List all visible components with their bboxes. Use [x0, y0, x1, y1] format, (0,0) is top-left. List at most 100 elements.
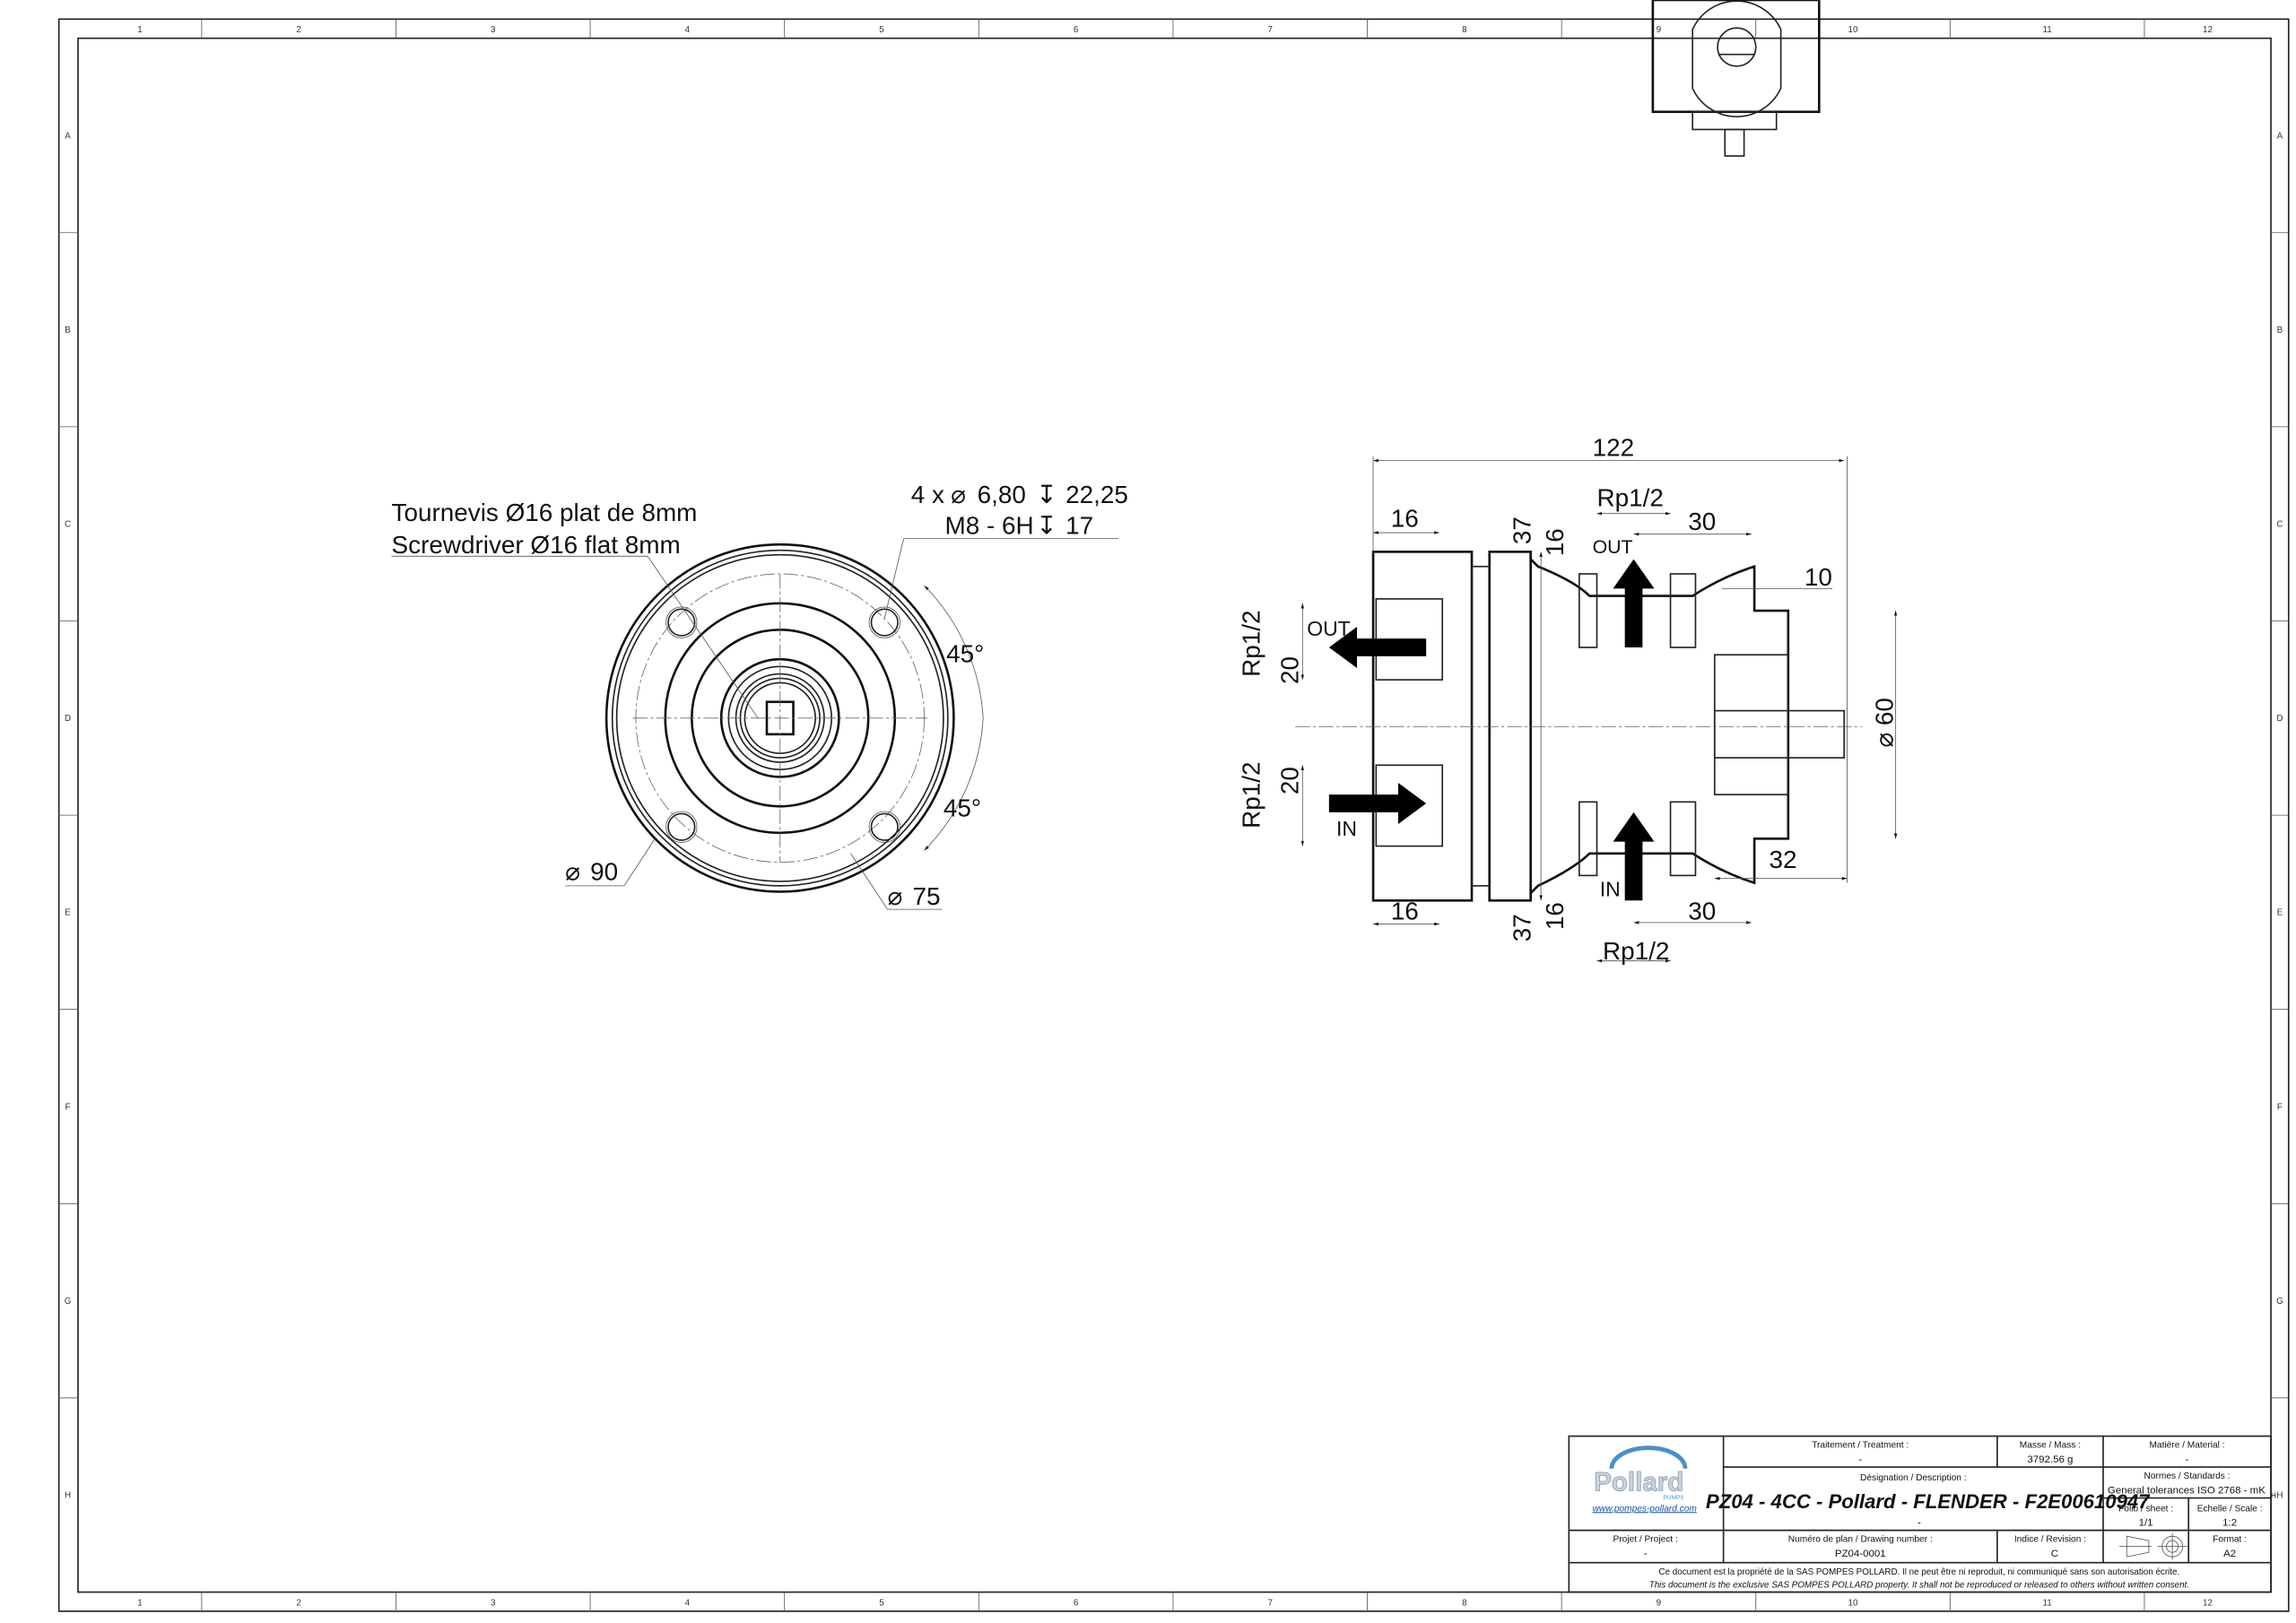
in-arrow-left-icon — [1328, 783, 1427, 824]
holes-count: 4 x — [911, 481, 944, 508]
port-bottom-size: Rp1/2 — [1603, 937, 1669, 965]
dim-10: 10 — [1805, 563, 1832, 591]
grid-row-label: D — [2276, 714, 2283, 724]
folio-label: Folio / sheet : — [2118, 1504, 2173, 1514]
label-out-left: OUT — [1307, 617, 1350, 640]
grid-row-label: E — [2277, 908, 2283, 918]
dim-overall-length: 122 — [1593, 434, 1635, 462]
holes-depth: 22,25 — [1065, 481, 1128, 508]
grid-column-label: 10 — [1848, 1598, 1858, 1608]
drawing-number-value: PZ04-0001 — [1835, 1549, 1886, 1559]
grid-column-label: 3 — [491, 25, 496, 35]
side-section-view: 122 16 16 Rp1/2 30 Rp1/2 30 10 32 ⌀ 60 R… — [1238, 434, 1899, 965]
grid-row-label: G — [65, 1297, 72, 1306]
bolt-holes — [665, 606, 900, 843]
scale-value: 1:2 — [2222, 1518, 2237, 1529]
grid-column-label: 9 — [1657, 25, 1661, 35]
label-in-bottom: IN — [1600, 877, 1621, 900]
grid-column-label: 12 — [2203, 1598, 2213, 1608]
grid-row-label: A — [2277, 131, 2283, 141]
folio-value: 1/1 — [2139, 1518, 2153, 1529]
outer-diameter: 90 — [590, 857, 618, 885]
front-view: Tournevis Ø16 plat de 8mm Screwdriver Ø1… — [392, 481, 1128, 910]
grid-column-label: 5 — [879, 1598, 884, 1608]
out-arrow-top-icon — [1613, 559, 1655, 648]
grid-row-label: H — [65, 1491, 71, 1501]
grid-row-label: F — [2277, 1102, 2283, 1112]
grid-column-label: 1 — [137, 1598, 142, 1608]
svg-text:Pollard: Pollard — [1594, 1467, 1683, 1497]
port-left-top-size: Rp1/2 — [1238, 610, 1265, 676]
out-arrow-left-icon — [1328, 627, 1427, 669]
grid-column-label: 4 — [685, 25, 691, 35]
grid-column-label: 4 — [685, 1598, 691, 1608]
dim-left-width-top: 16 — [1391, 504, 1419, 532]
dim-16-bottom: 16 — [1541, 902, 1569, 930]
drawing-number-label: Numéro de plan / Drawing number : — [1788, 1535, 1933, 1545]
grid-column-label: 11 — [2043, 25, 2052, 35]
depth-symbol-icon: ↧ — [1036, 481, 1057, 508]
grid-column-label: 6 — [1074, 25, 1079, 35]
projection-symbol-icon — [2119, 1532, 2187, 1560]
dim-left-width-bottom: 16 — [1391, 898, 1419, 925]
dim-20-top: 20 — [1275, 656, 1303, 684]
grid-column-label: 6 — [1074, 1598, 1079, 1608]
grid-row-label: A — [65, 131, 71, 141]
standards-label: Normes / Standards : — [2144, 1471, 2231, 1481]
grid-column-label: 1 — [137, 25, 142, 35]
grid-row-label: C — [65, 519, 71, 529]
grid-column-label: 2 — [296, 1598, 300, 1608]
grid-column-label: 3 — [491, 1598, 496, 1608]
grid-row-label: B — [2277, 325, 2283, 335]
thread-spec: M8 - 6H — [945, 512, 1034, 540]
grid-column-label: 12 — [2203, 25, 2213, 35]
revision-label: Indice / Revision : — [2014, 1535, 2086, 1545]
depth-symbol-icon: ↧ — [1036, 512, 1057, 540]
dim-30-top: 30 — [1688, 508, 1716, 535]
title-block: Pollard PUMPS www.pompes-pollard.com Tra… — [1568, 1435, 2276, 1593]
pollard-logo: Pollard PUMPS — [1594, 1445, 1688, 1501]
diameter-symbol-icon: ⌀ — [951, 481, 966, 508]
grid-column-label: 7 — [1267, 1598, 1272, 1608]
project-label: Projet / Project : — [1613, 1535, 1678, 1545]
port-left-bottom-size: Rp1/2 — [1238, 761, 1265, 828]
grid-column-label: 2 — [296, 25, 300, 35]
material-label: Matière / Material : — [2149, 1441, 2224, 1451]
holes-diameter: 6,80 — [978, 481, 1026, 508]
treatment-label: Traitement / Treatment : — [1812, 1441, 1909, 1451]
grid-row-label: B — [65, 325, 71, 335]
dim-37-bottom: 37 — [1509, 914, 1536, 942]
treatment-value: - — [1858, 1454, 1862, 1465]
dim-16-top: 16 — [1541, 528, 1569, 556]
grid-column-label: 10 — [1848, 25, 1858, 35]
mass-label: Masse / Mass : — [2020, 1441, 2081, 1451]
dim-20-bottom: 20 — [1275, 767, 1303, 794]
mass-value: 3792.56 g — [2027, 1454, 2073, 1465]
grid-row-label: H — [2276, 1491, 2283, 1501]
bolt-circle-diameter: 75 — [912, 882, 940, 910]
description-label: Désignation / Description : — [1860, 1473, 1967, 1483]
format-value: A2 — [2223, 1549, 2236, 1559]
label-in-left: IN — [1336, 817, 1357, 840]
grid-row-label: D — [65, 714, 71, 724]
grid-column-label: 9 — [1657, 1598, 1661, 1608]
in-arrow-bottom-icon — [1613, 812, 1655, 901]
revision-value: C — [2051, 1549, 2058, 1559]
label-out-top: OUT — [1593, 536, 1633, 558]
standards-sub: H — [2271, 1492, 2276, 1500]
diameter-symbol-icon: ⌀ — [565, 857, 580, 885]
website-link[interactable]: www.pompes-pollard.com — [1593, 1504, 1697, 1514]
grid-row-label: F — [65, 1102, 71, 1112]
notice-fr: Ce document est la propriété de la SAS P… — [1659, 1567, 2180, 1577]
grid-row-label: G — [2276, 1297, 2283, 1306]
screwdriver-note-en: Screwdriver Ø16 flat 8mm — [392, 531, 681, 559]
svg-text:PUMPS: PUMPS — [1663, 1495, 1684, 1501]
description-value: PZ04 - 4CC - Pollard - FLENDER - F2E0061… — [1706, 1490, 2151, 1513]
notice-en: This document is the exclusive SAS POMPE… — [1649, 1581, 2189, 1591]
diameter-symbol-icon: ⌀ — [888, 882, 903, 910]
grid-column-label: 7 — [1267, 25, 1272, 35]
dim-30-bottom: 30 — [1688, 898, 1716, 925]
screwdriver-note-fr: Tournevis Ø16 plat de 8mm — [392, 499, 698, 526]
